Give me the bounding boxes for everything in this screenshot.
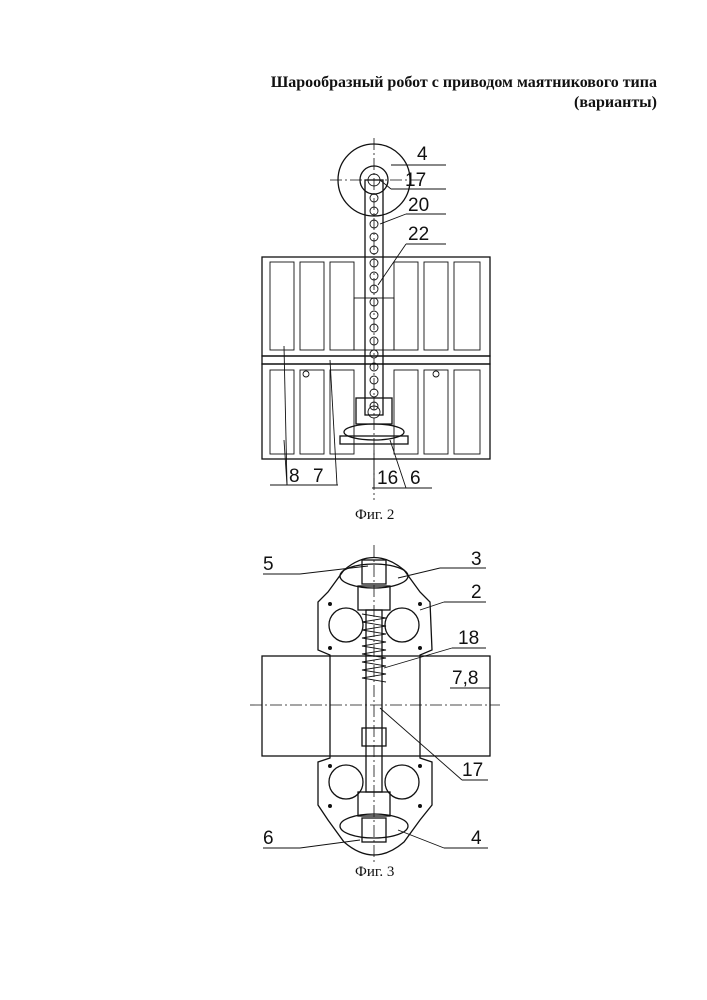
fig2-label-16: 16 (377, 468, 398, 489)
fig3-label-17: 17 (462, 760, 483, 781)
fig3-label-5: 5 (263, 554, 274, 575)
fig2-label-17: 17 (405, 170, 426, 191)
fig3-label-18: 18 (458, 628, 479, 649)
housing-outline (318, 558, 432, 856)
upper-right-wheel (385, 608, 419, 642)
fig2-label-22: 22 (408, 224, 429, 245)
fig2-label-20: 20 (408, 195, 429, 216)
fig3-label-7-8: 7,8 (452, 668, 478, 689)
fig2-label-4: 4 (417, 144, 428, 165)
figure-2-caption: Фиг. 2 (355, 507, 394, 524)
fig2-label-8: 8 (289, 466, 300, 487)
fig3-label-2: 2 (471, 582, 482, 603)
upper-left-wheel (329, 608, 363, 642)
figure-3-caption: Фиг. 3 (355, 864, 394, 881)
lower-shell-block (262, 364, 490, 459)
fig2-label-7: 7 (313, 466, 324, 487)
fig3-label-3: 3 (471, 549, 482, 570)
fig3-leader-lines (263, 566, 490, 848)
fig3-label-6: 6 (263, 828, 274, 849)
upper-shell-block (262, 257, 490, 356)
fig3-label-4: 4 (471, 828, 482, 849)
fig2-label-6: 6 (410, 468, 421, 489)
